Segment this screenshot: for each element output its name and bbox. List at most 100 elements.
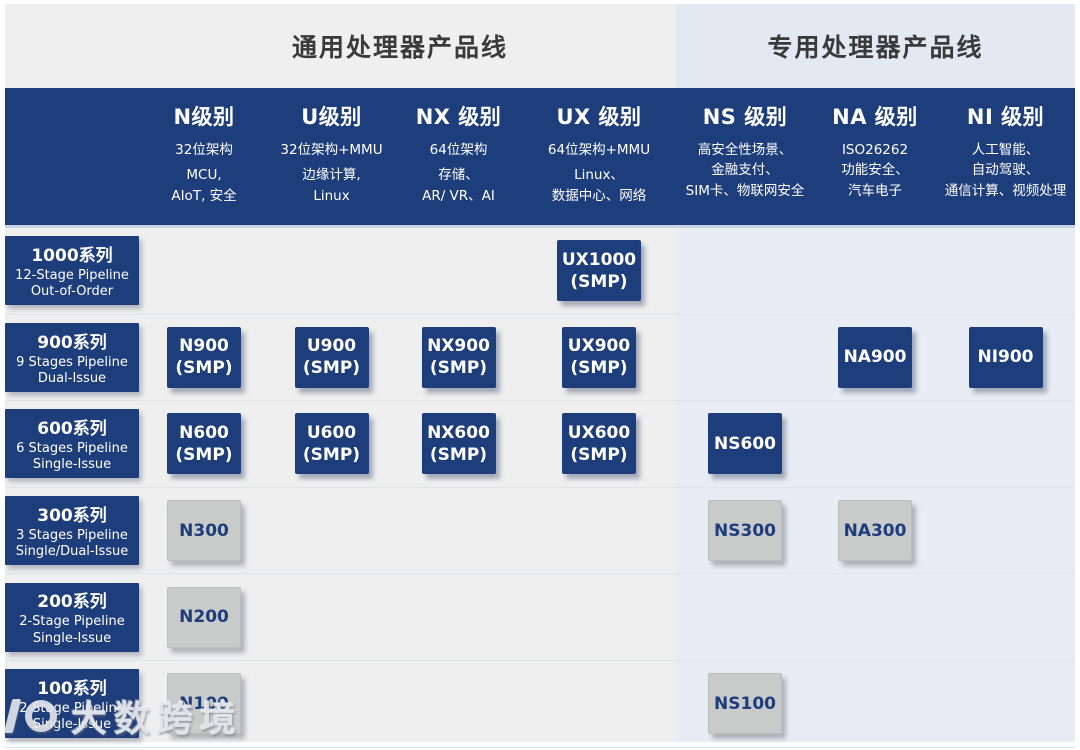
band-spacer xyxy=(5,88,140,225)
chip-sub: (SMP) xyxy=(175,444,233,465)
series-desc-line: Single/Dual-Issue xyxy=(15,544,129,560)
series-row-1000: 1000系列 12-Stage Pipeline Out-of-Order UX… xyxy=(5,228,1075,314)
chip-ni900: NI900 xyxy=(968,326,1043,388)
chip-ns300: NS300 xyxy=(708,500,782,562)
series-title: 600系列 xyxy=(37,419,107,440)
column-title: UX 级别 xyxy=(556,105,642,129)
chip-nx900: NX900 (SMP) xyxy=(421,326,496,388)
special-section-top-background xyxy=(676,4,1075,88)
chip-label: N900 xyxy=(179,336,229,357)
series-header-100: 100系列 2-Stage Pipeline Single-Issue xyxy=(5,669,139,739)
chip-ux1000: UX1000 (SMP) xyxy=(556,240,642,302)
column-desc-line: Linux、 xyxy=(574,167,624,184)
column-desc-line: 数据中心、网络 xyxy=(551,187,647,204)
column-desc-line: Linux xyxy=(313,187,350,204)
series-header-900: 900系列 9 Stages Pipeline Dual-Issue xyxy=(5,322,139,392)
chip-ux600: UX600 (SMP) xyxy=(562,413,636,475)
series-row-900: 900系列 9 Stages Pipeline Dual-Issue N900 … xyxy=(5,313,1075,401)
series-desc-line: Single-Issue xyxy=(32,630,112,646)
column-title: NI 级别 xyxy=(966,105,1045,129)
column-title: NA 级别 xyxy=(832,105,918,129)
chip-sub: (SMP) xyxy=(429,444,488,465)
chip-ns600: NS600 xyxy=(708,413,782,475)
series-row-100: 100系列 2-Stage Pipeline Single-Issue N100… xyxy=(5,659,1075,747)
series-header-600: 600系列 6 Stages Pipeline Single-Issue xyxy=(5,409,139,479)
series-desc-line: Dual-Issue xyxy=(37,370,107,386)
chip-label: NS100 xyxy=(714,693,776,714)
chip-n200: N200 xyxy=(167,586,241,648)
series-desc-line: Out-of-Order xyxy=(30,284,114,300)
column-desc-line: 功能安全、 xyxy=(841,162,909,179)
chip-sub: (SMP) xyxy=(570,444,628,465)
chip-sub: (SMP) xyxy=(175,358,233,379)
column-desc-line: 边缘计算, xyxy=(302,167,361,184)
chip-u600: U600 (SMP) xyxy=(294,413,369,475)
chip-ns100: NS100 xyxy=(708,673,782,735)
series-title: 300系列 xyxy=(37,505,107,526)
chip-label: U600 xyxy=(306,422,357,443)
chip-label: N200 xyxy=(179,607,229,628)
column-header-band: N级别 32位架构 MCU, AIoT, 安全 U级别 32位架构+MMU 边缘… xyxy=(5,88,1075,228)
series-row-600: 600系列 6 Stages Pipeline Single-Issue N60… xyxy=(5,400,1075,487)
series-desc-line: Single-Issue xyxy=(32,717,112,733)
series-title: 1000系列 xyxy=(31,246,113,267)
series-title: 200系列 xyxy=(37,592,107,613)
column-desc-line: SIM卡、物联网安全 xyxy=(685,182,805,199)
chip-sub: (SMP) xyxy=(570,358,628,379)
series-desc-line: 2-Stage Pipeline xyxy=(19,701,125,717)
special-section-title: 专用处理器产品线 xyxy=(767,33,984,62)
series-header-200: 200系列 2-Stage Pipeline Single-Issue xyxy=(5,582,139,652)
series-title: 100系列 xyxy=(37,679,107,700)
series-title: 900系列 xyxy=(37,332,107,353)
column-desc-line: 高安全性场景、 xyxy=(697,142,793,158)
chip-label: N300 xyxy=(179,520,229,541)
series-desc-line: Single-Issue xyxy=(32,457,112,473)
series-header-1000: 1000系列 12-Stage Pipeline Out-of-Order xyxy=(5,236,139,306)
column-header-ux: UX 级别 64位架构+MMU Linux、 数据中心、网络 xyxy=(522,88,676,225)
series-row-300: 300系列 3 Stages Pipeline Single/Dual-Issu… xyxy=(5,486,1075,574)
series-desc-line: 6 Stages Pipeline xyxy=(16,441,128,457)
chip-sub: (SMP) xyxy=(570,271,628,292)
chip-ux900: UX900 (SMP) xyxy=(562,326,636,388)
matrix-content: 通用处理器产品线 专用处理器产品线 N级别 32位架构 MCU, AIoT, 安… xyxy=(5,4,1075,748)
column-header-ni: NI 级别 人工智能、 自动驾驶、 通信计算、视频处理 xyxy=(936,88,1075,225)
column-desc-line: 通信计算、视频处理 xyxy=(944,182,1067,199)
series-desc-line: 12-Stage Pipeline xyxy=(15,268,129,284)
column-desc-line: 32位架构+MMU xyxy=(280,142,383,158)
column-desc-line: 汽车电子 xyxy=(848,182,902,199)
chip-label: N100 xyxy=(179,693,229,714)
chip-label: UX900 xyxy=(567,336,631,357)
chip-nx600: NX600 (SMP) xyxy=(421,413,496,475)
chip-n900: N900 (SMP) xyxy=(167,326,241,388)
column-title: NS 级别 xyxy=(702,105,788,129)
column-title: NX 级别 xyxy=(415,105,502,129)
column-title: N级别 xyxy=(173,105,235,129)
chip-label: N600 xyxy=(179,422,229,443)
chip-label: UX600 xyxy=(567,422,631,443)
column-desc-line: 存储、 xyxy=(438,167,479,184)
chip-sub: (SMP) xyxy=(302,444,361,465)
column-desc-line: AR/ VR、AI xyxy=(422,187,495,204)
chip-label: NA300 xyxy=(843,520,907,541)
column-header-nx: NX 级别 64位架构 存储、 AR/ VR、AI xyxy=(395,88,522,225)
column-header-n: N级别 32位架构 MCU, AIoT, 安全 xyxy=(140,88,268,225)
column-title: U级别 xyxy=(301,105,362,129)
chip-u900: U900 (SMP) xyxy=(294,326,369,388)
chip-na300: NA300 xyxy=(837,500,913,562)
chip-n300: N300 xyxy=(167,500,241,562)
chip-label: NI900 xyxy=(977,347,1034,368)
column-header-ns: NS 级别 高安全性场景、 金融支付、 SIM卡、物联网安全 xyxy=(676,88,814,225)
chip-n100: N100 xyxy=(167,673,241,735)
chip-label: UX1000 xyxy=(561,249,637,270)
column-desc-line: 自动驾驶、 xyxy=(971,162,1040,179)
general-section-title: 通用处理器产品线 xyxy=(291,33,508,62)
column-desc-line: 32位架构 xyxy=(175,142,233,158)
column-desc-line: ISO26262 xyxy=(841,142,909,158)
chip-label: NS600 xyxy=(714,433,776,454)
column-desc-line: 金融支付、 xyxy=(711,162,779,179)
chip-label: NA900 xyxy=(843,347,907,368)
column-header-na: NA 级别 ISO26262 功能安全、 汽车电子 xyxy=(814,88,936,225)
series-row-200: 200系列 2-Stage Pipeline Single-Issue N200 xyxy=(5,573,1075,660)
chip-sub: (SMP) xyxy=(429,358,488,379)
